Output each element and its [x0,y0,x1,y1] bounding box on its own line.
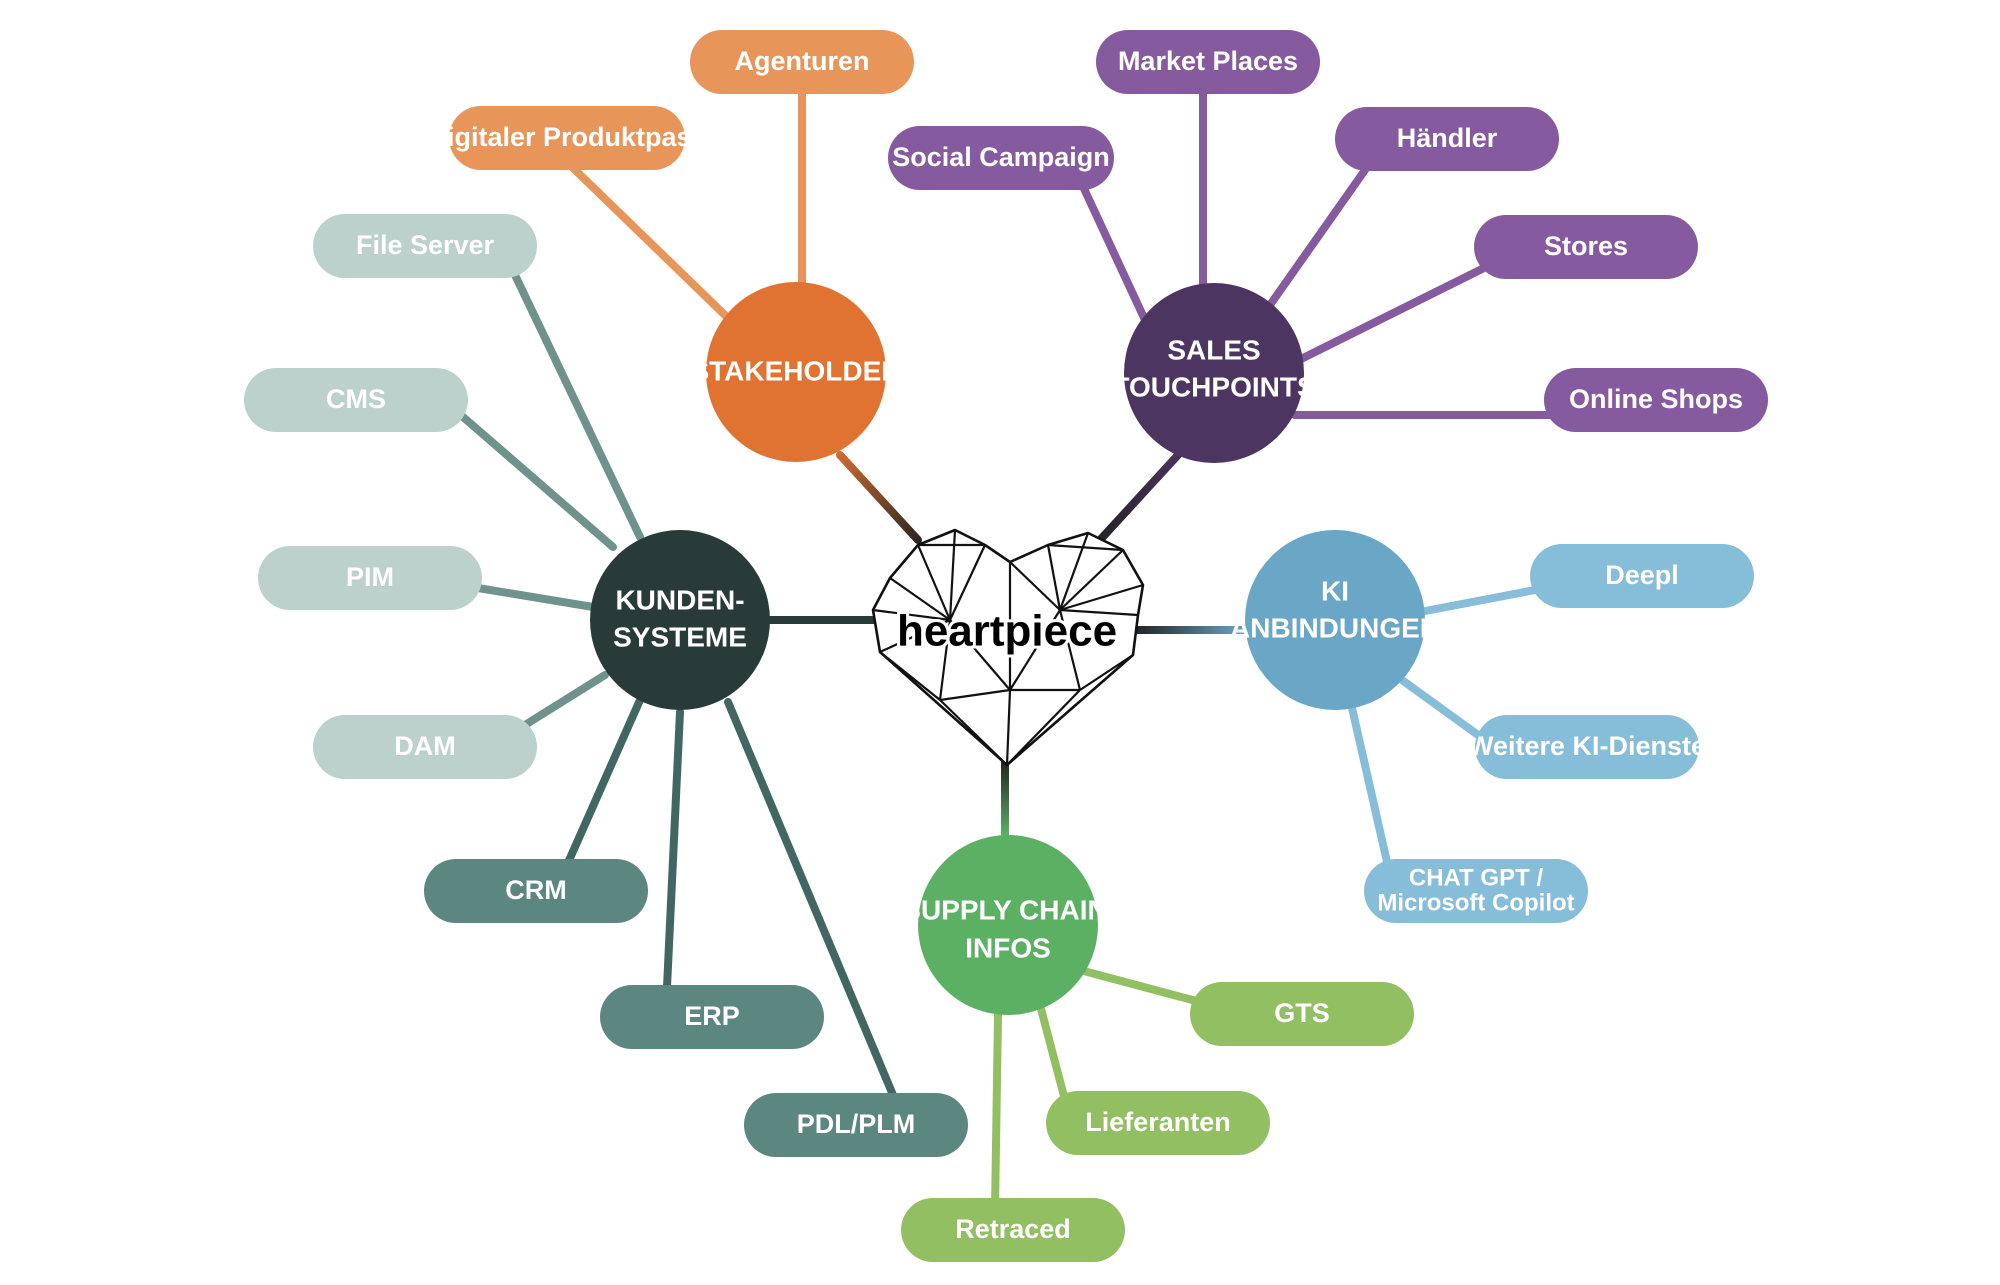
leaf-crm: CRM [424,859,648,923]
leaf-label: Social Campaign [892,142,1110,172]
leaf-label: Lieferanten [1085,1107,1231,1137]
hub-supply-chain-infos: SUPPLY CHAIN INFOS [902,835,1108,1015]
leaf-label: ERP [684,1001,740,1031]
hub-label-line-1: SUPPLY CHAIN [902,894,1107,925]
leaf-label: Weitere KI-Dienste [1468,731,1706,761]
connector-supply-lieferanten [1036,1001,1069,1104]
leaf-lieferanten: Lieferanten [1046,1091,1270,1155]
leaf-retraced: Retraced [901,1198,1125,1262]
hub-label-line-2: ANBINDUNGEN [1230,612,1440,643]
connector-ki-deepl [1416,586,1539,616]
geometric-heart-icon [871,528,1145,767]
center-node: heartpiece [871,528,1145,767]
leaf-label: PIM [346,562,394,592]
connector-kunden-pdl [724,698,897,1099]
hub-label-line-2: INFOS [965,932,1051,963]
hub-label-line-2: SYSTEME [613,621,747,652]
leaf-label: Stores [1544,231,1628,261]
leaf-label-line-2: Microsoft Copilot [1377,889,1574,916]
leaf-erp: ERP [600,985,824,1049]
leaf-label: DAM [394,731,456,761]
hub-stakeholder: STAKEHOLDER [690,282,902,462]
leaf-label: PDL/PLM [797,1109,916,1139]
connector-ki-weitere [1398,676,1482,739]
hub-label-line-1: KI [1321,575,1349,606]
connector-kunden-erp [663,708,684,991]
leaf-agenturen: Agenturen [690,30,914,94]
hub-ki-anbindungen: KI ANBINDUNGEN [1230,530,1440,710]
hub-kunden-systeme: KUNDEN- SYSTEME [590,530,770,710]
leaf-deepl: Deepl [1530,544,1754,608]
connector-center-stakeholder [836,451,922,544]
connector-sales-social [1076,176,1149,324]
leaf-label: GTS [1274,998,1330,1028]
leaf-pdl-plm: PDL/PLM [744,1093,968,1157]
leaf-label: Händler [1397,123,1498,153]
leaf-nodes: Digitaler Produktpass Agenturen Social C… [244,30,1768,1262]
hub-label: STAKEHOLDER [690,355,901,386]
leaf-dam: DAM [313,715,537,779]
leaf-label: File Server [356,230,495,260]
connector-supply-gts [1076,966,1204,1006]
leaf-label: Deepl [1605,560,1679,590]
hub-label-line-1: SALES [1167,334,1260,365]
connector-kunden-crm [563,696,644,869]
leaf-chat-gpt-copilot: CHAT GPT / Microsoft Copilot [1364,859,1588,923]
leaf-pim: PIM [258,546,482,610]
brand-name: heartpiece [897,607,1117,656]
connector-kunden-dam [521,671,609,729]
leaf-online-shops: Online Shops [1544,368,1768,432]
leaf-stores: Stores [1474,215,1698,279]
leaf-label: Retraced [955,1214,1071,1244]
leaf-file-server: File Server [313,214,537,278]
leaf-label: CMS [326,384,386,414]
leaf-gts: GTS [1190,982,1414,1046]
hub-label-line-1: KUNDEN- [615,584,744,615]
connector-sales-stores [1291,261,1494,366]
connectors [451,86,1554,1214]
connector-center-sales [1096,451,1182,544]
connector-stakeholder-produktpass [566,161,734,324]
connector-supply-retraced [991,1011,1002,1214]
leaf-weitere-ki-dienste: Weitere KI-Dienste [1468,715,1706,779]
connector-ki-chatgpt [1348,704,1394,879]
connector-kunden-fileserver [511,271,644,541]
leaf-label: Market Places [1118,46,1298,76]
leaf-label: Online Shops [1569,384,1743,414]
leaf-label: Digitaler Produktpass [427,122,706,152]
leaf-digitaler-produktpass: Digitaler Produktpass [427,106,707,170]
connector-kunden-cms [451,406,617,551]
hub-nodes: STAKEHOLDER SALES TOUCHPOINTS KI ANBINDU… [590,282,1440,1015]
connector-sales-haendler [1266,166,1369,309]
leaf-market-places: Market Places [1096,30,1320,94]
leaf-label: Agenturen [735,46,870,76]
connector-kunden-pim [474,584,597,611]
hub-label-line-2: TOUCHPOINTS [1112,371,1315,402]
leaf-cms: CMS [244,368,468,432]
leaf-social-campaign: Social Campaign [888,126,1114,190]
leaf-label-line-1: CHAT GPT / [1409,864,1544,891]
leaf-haendler: Händler [1335,107,1559,171]
leaf-label: CRM [505,875,567,905]
hub-sales-touchpoints: SALES TOUCHPOINTS [1112,283,1316,463]
